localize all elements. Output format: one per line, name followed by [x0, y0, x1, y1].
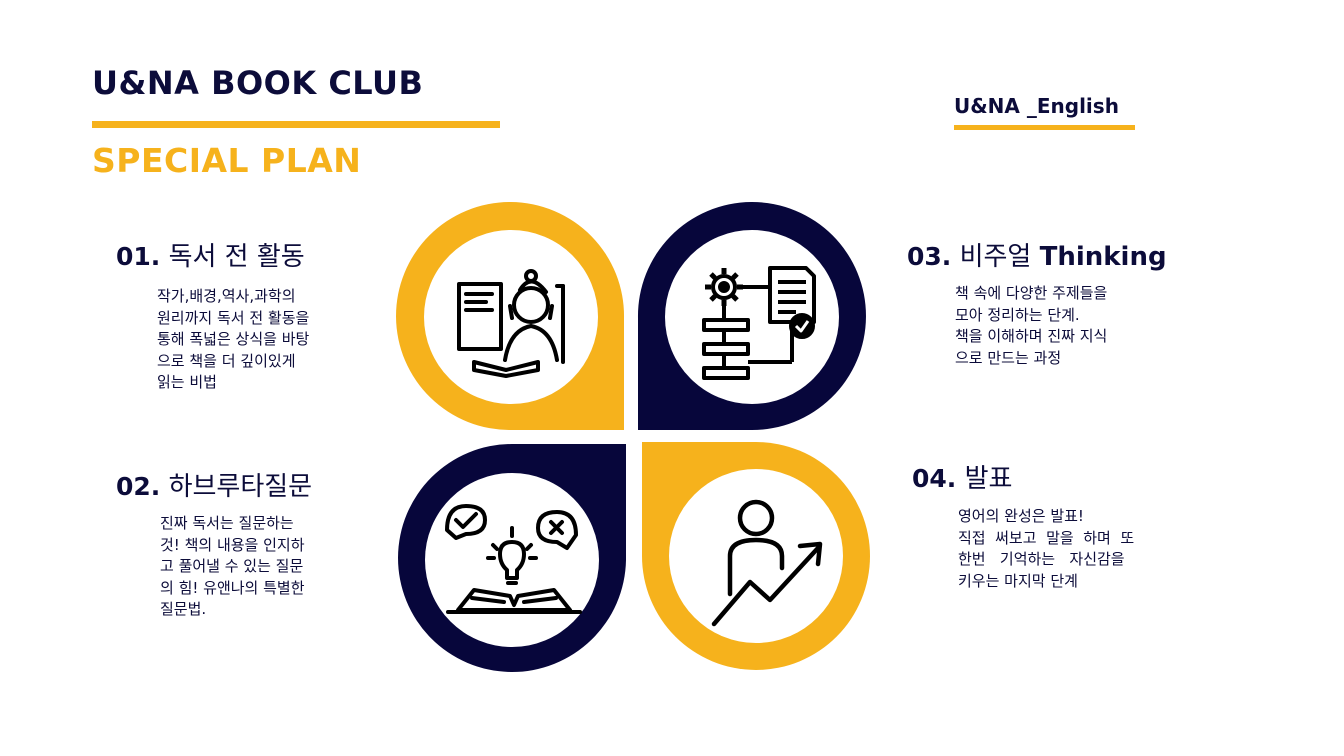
- step-title: 하브루타질문: [168, 472, 313, 502]
- plan-subtitle: SPECIAL PLAN: [92, 141, 362, 180]
- step-04-description: 영어의 완성은 발표! 직접 써보고 말을 하며 또 한번 기억하는 자신감을 …: [958, 507, 1135, 590]
- step-02-description: 진짜 독서는 질문하는 것! 책의 내용을 인지하 고 풀어낼 수 있는 질문 …: [160, 514, 305, 618]
- petal-03-inner: [425, 473, 599, 647]
- club-title: U&NA BOOK CLUB: [92, 64, 424, 102]
- step-title: 독서 전 활동: [168, 242, 305, 272]
- step-02-heading: 02. 하브루타질문: [116, 466, 312, 503]
- step-number: 03.: [907, 242, 952, 271]
- step-01-heading: 01. 독서 전 활동: [116, 236, 305, 273]
- brand-label: U&NA _English: [954, 94, 1119, 118]
- step-01-description: 작가,배경,역사,과학의 원리까지 독서 전 활동을 통해 폭넓은 상식을 바탕…: [157, 287, 310, 391]
- step-04-heading: 04. 발표: [912, 458, 1012, 495]
- step-title-en: Thinking: [1039, 242, 1167, 272]
- growth-person-icon: [711, 499, 823, 627]
- reading-person-icon: [457, 269, 565, 378]
- step-number: 01.: [116, 242, 161, 271]
- four-step-diagram: [396, 202, 870, 672]
- step-title-ko: 비주얼: [959, 242, 1032, 272]
- step-number: 02.: [116, 472, 161, 501]
- process-flow-icon: [702, 266, 816, 380]
- step-03-heading: 03. 비주얼 Thinking: [907, 236, 1167, 273]
- book-idea-icon: [445, 504, 582, 614]
- petal-04-inner: [669, 469, 843, 643]
- step-03-description: 책 속에 다양한 주제들을 모아 정리하는 단계. 책을 이해하며 진짜 지식 …: [955, 284, 1108, 367]
- title-underline: [92, 121, 500, 128]
- brand-underline: [954, 125, 1135, 130]
- step-title: 발표: [964, 464, 1013, 494]
- step-number: 04.: [912, 464, 957, 493]
